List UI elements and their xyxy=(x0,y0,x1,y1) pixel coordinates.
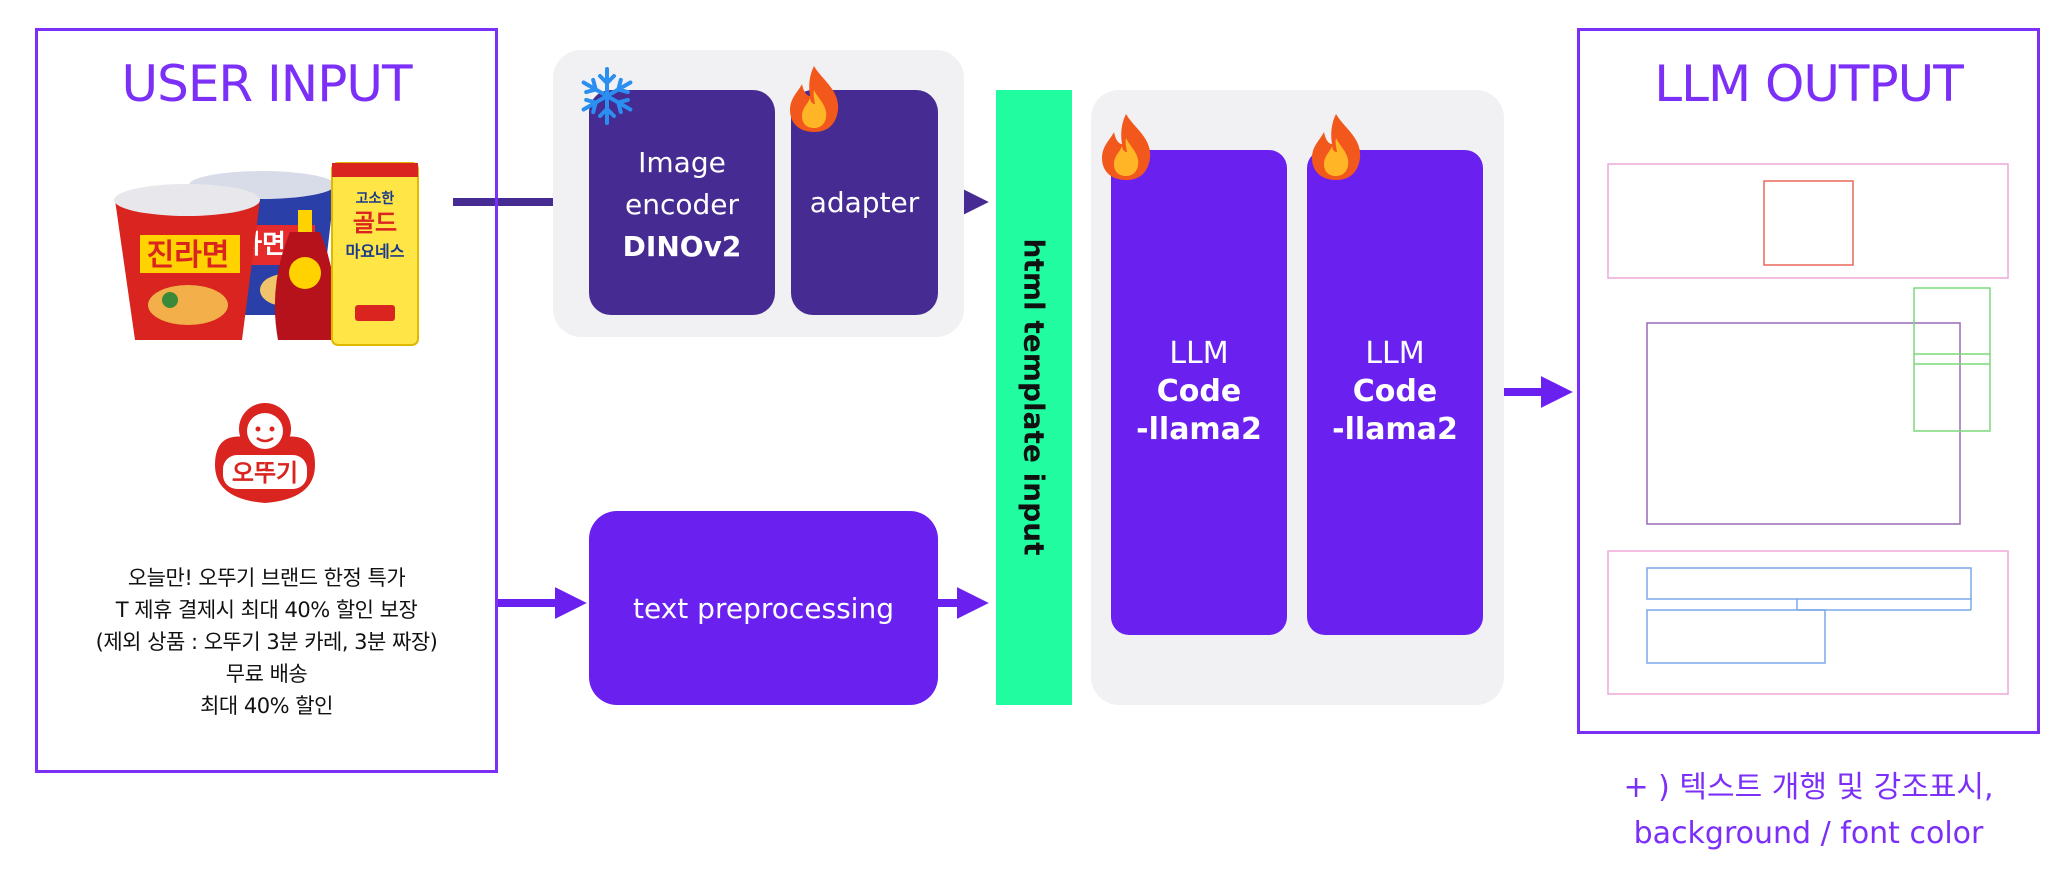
snowflake-icon xyxy=(581,67,633,125)
llm-label-line1: LLM xyxy=(1365,336,1425,371)
user-input-panel xyxy=(35,28,498,773)
adapter-label: adapter xyxy=(809,186,920,219)
layout-box-text1 xyxy=(1646,567,1972,600)
fire-icon xyxy=(790,66,839,132)
layout-box-side xyxy=(1913,287,1991,432)
llm-label-line2: Code xyxy=(1156,374,1242,409)
html-template-input-bar xyxy=(996,90,1072,705)
html-template-input-label: html template input xyxy=(1017,238,1051,556)
ketchup-bottle xyxy=(274,210,336,340)
user-input-title: USER INPUT xyxy=(121,55,413,113)
output-note-line1: + ) 텍스트 개행 및 강조표시, xyxy=(1623,770,1994,805)
promo-line: 최대 40% 할인 xyxy=(200,694,333,718)
llm-label-line3: -llama2 xyxy=(1332,412,1458,447)
layout-box-title xyxy=(1763,180,1854,266)
layout-box-footer xyxy=(1607,550,2009,695)
text-preprocessing-box: text preprocessing xyxy=(589,511,938,705)
llm-label-line1: LLM xyxy=(1169,336,1229,371)
promo-line: 무료 배송 xyxy=(225,662,308,686)
svg-text:마요네스: 마요네스 xyxy=(346,242,405,261)
llm-output-panel xyxy=(1577,28,2040,734)
llm-label-line2: Code xyxy=(1352,374,1438,409)
encoder-model-name: DINOv2 xyxy=(622,230,742,263)
svg-text:고소한: 고소한 xyxy=(356,191,395,207)
text-preprocessing-label: text preprocessing xyxy=(633,591,894,625)
mayonnaise-bag: 고소한 골드 마요네스 xyxy=(331,162,419,346)
layout-box-main xyxy=(1646,322,1961,525)
svg-text:진라면: 진라면 xyxy=(147,238,230,273)
promo-line: 오늘만! 오뚜기 브랜드 한정 특가 xyxy=(127,566,406,590)
product-photo: 라면 진라면 고소한 골드 마요네스 xyxy=(114,162,419,346)
encoder-label-line2: encoder xyxy=(624,188,739,221)
llm-code-llama2-box: LLM Code -llama2 xyxy=(1111,150,1287,635)
svg-text:골드: 골드 xyxy=(353,209,397,237)
llm-code-llama2-box: LLM Code -llama2 xyxy=(1307,150,1483,635)
output-layout-boxes xyxy=(1607,163,2009,695)
output-note: + ) 텍스트 개행 및 강조표시, background / font col… xyxy=(1577,765,2040,857)
fire-icon xyxy=(1102,114,1151,180)
promo-line: T 제휴 결제시 최대 40% 할인 보장 xyxy=(115,598,418,622)
llm-label-line3: -llama2 xyxy=(1136,412,1262,447)
fire-icon xyxy=(1312,114,1361,180)
layout-box-header xyxy=(1607,163,2009,279)
promo-line: (제외 상품 : 오뚜기 3분 카레, 3분 짜장) xyxy=(95,630,438,654)
ottogi-logo: 오뚜기 xyxy=(215,403,315,503)
promo-text: 오늘만! 오뚜기 브랜드 한정 특가 T 제휴 결제시 최대 40% 할인 보장… xyxy=(35,562,498,722)
cup-noodle-front: 진라면 xyxy=(114,184,260,340)
svg-text:오뚜기: 오뚜기 xyxy=(232,459,298,487)
image-encoder-box: Image encoder DINOv2 xyxy=(589,90,775,315)
layout-box-text2 xyxy=(1646,609,1826,664)
output-note-line2: background / font color xyxy=(1633,816,1984,851)
llm-output-title: LLM OUTPUT xyxy=(1654,55,1964,113)
encoder-label-line1: Image xyxy=(638,146,726,179)
